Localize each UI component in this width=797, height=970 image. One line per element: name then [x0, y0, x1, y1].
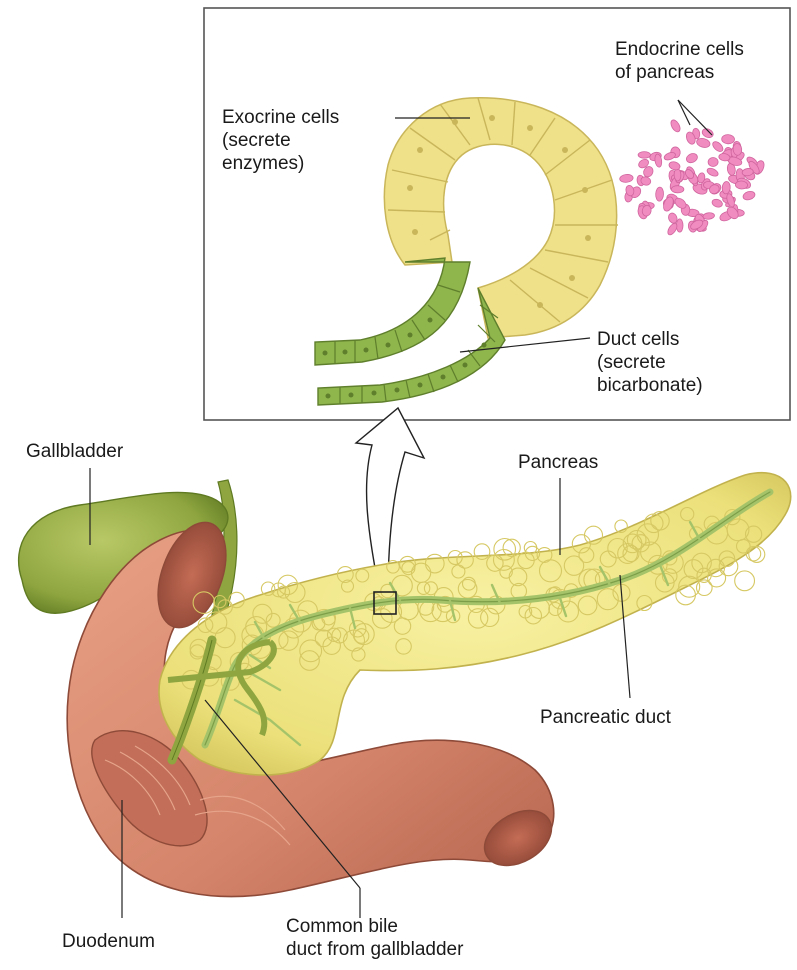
label-exocrine-line-1: Exocrine cells — [222, 106, 339, 129]
endocrine-cell — [655, 187, 664, 201]
endocrine-cell — [735, 181, 748, 190]
label-duct-cells: Duct cells (secrete bicarbonate) — [597, 328, 703, 397]
label-endocrine-line-1: Endocrine cells — [615, 38, 744, 61]
label-exocrine-line-3: enzymes) — [222, 152, 339, 175]
label-common-bile-line-2: duct from gallbladder — [286, 938, 463, 961]
endocrine-cell — [676, 219, 683, 232]
label-pancreatic-duct: Pancreatic duct — [540, 706, 671, 729]
label-exocrine-cells: Exocrine cells (secrete enzymes) — [222, 106, 339, 175]
label-common-bile-duct: Common bile duct from gallbladder — [286, 915, 463, 961]
label-duct-line-1: Duct cells — [597, 328, 703, 351]
label-exocrine-line-2: (secrete — [222, 129, 339, 152]
label-endocrine-line-2: of pancreas — [615, 61, 744, 84]
label-duodenum: Duodenum — [62, 930, 155, 953]
label-gallbladder: Gallbladder — [26, 440, 123, 463]
label-common-bile-line-1: Common bile — [286, 915, 463, 938]
pancreas — [159, 473, 791, 775]
label-duct-line-3: bicarbonate) — [597, 374, 703, 397]
endocrine-cell — [671, 186, 684, 193]
endocrine-cell — [674, 168, 681, 181]
endocrine-cell — [721, 134, 734, 144]
label-endocrine-cells: Endocrine cells of pancreas — [615, 38, 744, 84]
endocrine-cell — [638, 152, 650, 159]
pancreas-lobule — [735, 571, 755, 591]
label-duct-line-2: (secrete — [597, 351, 703, 374]
endocrine-cell — [708, 157, 718, 166]
label-pancreas: Pancreas — [518, 451, 598, 474]
